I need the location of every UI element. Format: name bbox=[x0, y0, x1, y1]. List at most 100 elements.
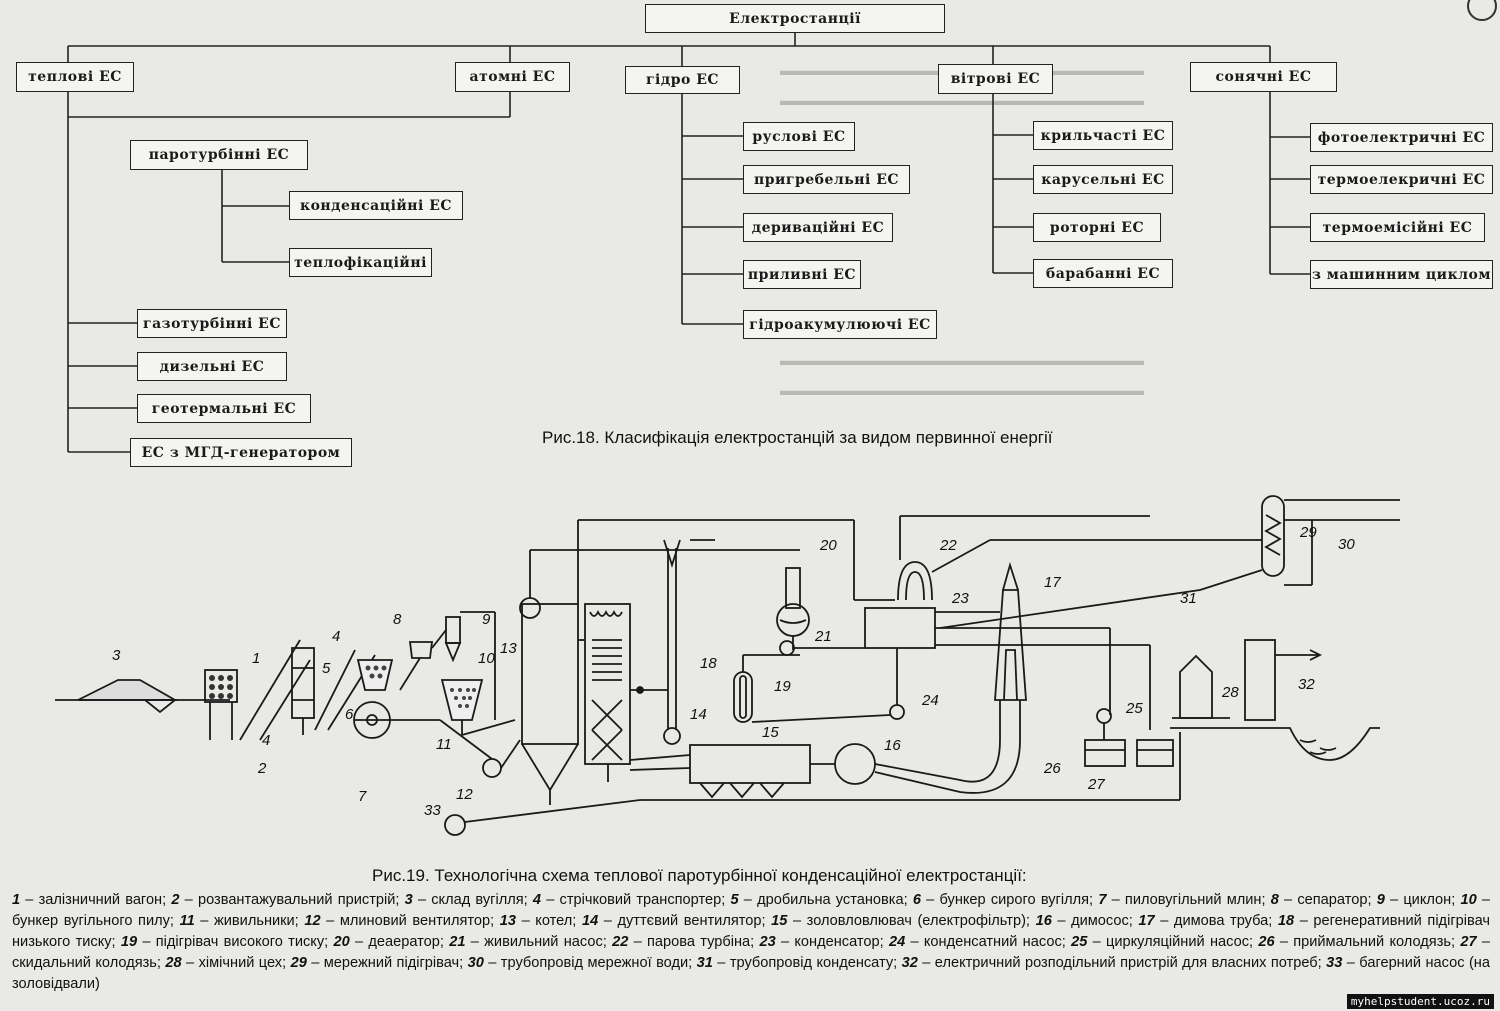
figure-18-caption: Рис.18. Класифікація електростанцій за в… bbox=[542, 428, 1053, 447]
root-box: Електростанції bbox=[645, 4, 945, 33]
solar-photovoltaic: фотоелектричні ЕС bbox=[1310, 123, 1493, 152]
legend-number: 11 bbox=[179, 913, 195, 929]
legend-item: 20 – деаератор; bbox=[333, 934, 449, 950]
scheme-label: 8 bbox=[393, 611, 402, 628]
legend-item: 5 – дробильна установка; bbox=[730, 892, 912, 908]
hydro-derivation: дериваційні ЕС bbox=[743, 213, 893, 242]
scheme-label: 32 bbox=[1298, 676, 1315, 693]
scheme-label: 24 bbox=[922, 692, 939, 709]
scheme-label: 33 bbox=[424, 802, 441, 819]
legend-text: – бункер вугільного пилу; bbox=[12, 892, 1491, 929]
scheme-label: 2 bbox=[258, 760, 267, 777]
legend-number: 17 bbox=[1138, 913, 1155, 929]
legend-item: 23 – конденсатор; bbox=[759, 934, 889, 950]
legend-item: 6 – бункер сирого вугілля; bbox=[913, 892, 1098, 908]
legend-item: 2 – розвантажувальний пристрій; bbox=[171, 892, 404, 908]
legend-number: 25 bbox=[1071, 934, 1088, 950]
category-solar: сонячні ЕС bbox=[1190, 62, 1337, 92]
legend-text: – трубопровід конденсату; bbox=[712, 955, 902, 971]
scheme-label: 31 bbox=[1180, 590, 1197, 607]
power-plant-scheme bbox=[55, 495, 1400, 836]
legend-text: – електричний розподільний пристрій для … bbox=[917, 955, 1327, 971]
legend-item: 27 – скидальний колодязь; bbox=[12, 934, 1490, 971]
thermal-gas-turbine: газотурбінні ЕС bbox=[137, 309, 287, 338]
solar-machine-cycle: з машинним циклом bbox=[1310, 260, 1493, 289]
hydro-run-of-river: руслові ЕС bbox=[743, 122, 855, 151]
scheme-label: 21 bbox=[815, 628, 832, 645]
hydro-tidal: приливні ЕС bbox=[743, 260, 861, 289]
scheme-label: 5 bbox=[322, 660, 331, 677]
legend-item: 31 – трубопровід конденсату; bbox=[697, 955, 902, 971]
bleed-through-text: ▬▬▬▬▬▬▬▬▬▬▬▬▬▬▬▬▬▬▬▬▬▬▬▬▬▬ bbox=[780, 92, 1144, 108]
legend-text: – димова труба; bbox=[1154, 913, 1278, 929]
legend-number: 15 bbox=[771, 913, 788, 929]
legend-text: – конденсатор; bbox=[775, 934, 889, 950]
category-wind: вітрові ЕС bbox=[938, 64, 1053, 94]
legend-text: – сепаратор; bbox=[1278, 892, 1377, 908]
legend-number: 12 bbox=[304, 913, 321, 929]
legend-number: 5 bbox=[730, 892, 739, 908]
wind-drum: барабанні ЕС bbox=[1033, 259, 1173, 288]
scheme-label: 15 bbox=[762, 724, 779, 741]
legend-text: – регенеративний підігрівач низького тис… bbox=[12, 913, 1490, 950]
scheme-label: 30 bbox=[1338, 536, 1355, 553]
legend-text: – склад вугілля; bbox=[412, 892, 533, 908]
legend-number: 6 bbox=[912, 892, 921, 908]
legend-number: 19 bbox=[120, 934, 138, 950]
scheme-label: 16 bbox=[884, 737, 901, 754]
legend-number: 27 bbox=[1460, 934, 1477, 950]
legend-text: – золовловлювач (електрофільтр); bbox=[787, 913, 1036, 929]
legend-number: 24 bbox=[888, 934, 906, 950]
legend-item: 1 – залізничний вагон; bbox=[12, 892, 171, 908]
legend-text: – скидальний колодязь; bbox=[12, 934, 1490, 971]
legend-item: 25 – циркуляційний насос; bbox=[1071, 934, 1258, 950]
legend-item: 33 – багерний насос (на золовідвали) bbox=[12, 955, 1490, 992]
legend-item: 4 – стрічковий транспортер; bbox=[533, 892, 731, 908]
legend-number: 18 bbox=[1277, 913, 1295, 929]
legend-number: 9 bbox=[1376, 892, 1385, 908]
scheme-label: 20 bbox=[820, 537, 837, 554]
legend-item: 32 – електричний розподільний пристрій д… bbox=[902, 955, 1327, 971]
legend-number: 13 bbox=[499, 913, 517, 929]
legend-text: – конденсатний насос; bbox=[905, 934, 1072, 950]
legend-text: – дробильна установка; bbox=[738, 892, 913, 908]
watermark: myhelpstudent.ucoz.ru bbox=[1346, 994, 1494, 1009]
legend-item: 14 – дуттєвий вентилятор; bbox=[582, 913, 771, 929]
legend-number: 32 bbox=[901, 955, 918, 971]
legend-item: 19 – підігрівач високого тиску; bbox=[121, 934, 334, 950]
legend-text: – бункер сирого вугілля; bbox=[921, 892, 1099, 908]
bleed-through-text: ▬▬▬▬▬▬▬▬▬▬▬▬▬▬▬▬▬▬▬▬▬▬▬▬▬▬ bbox=[780, 352, 1144, 368]
legend-item: 21 – живильний насос; bbox=[449, 934, 612, 950]
thermal-diesel: дизельні ЕС bbox=[137, 352, 287, 381]
legend-item: 16 – димосос; bbox=[1036, 913, 1139, 929]
legend-text: – підігрівач високого тиску; bbox=[137, 934, 334, 950]
legend-text: – залізничний вагон; bbox=[20, 892, 172, 908]
scheme-label: 3 bbox=[112, 647, 121, 664]
legend-number: 21 bbox=[449, 934, 466, 950]
scheme-label: 22 bbox=[940, 537, 957, 554]
legend-text: – дуттєвий вентилятор; bbox=[598, 913, 772, 929]
legend-item: 10 – бункер вугільного пилу; bbox=[12, 892, 1490, 929]
legend-item: 29 – мережний підігрівач; bbox=[291, 955, 468, 971]
legend-text: – циклон; bbox=[1384, 892, 1461, 908]
legend: 1 – залізничний вагон; 2 – розвантажувал… bbox=[12, 890, 1490, 995]
legend-number: 23 bbox=[759, 934, 776, 950]
legend-number: 4 bbox=[532, 892, 542, 908]
scheme-label: 12 bbox=[456, 786, 473, 803]
scheme-label: 17 bbox=[1044, 574, 1061, 591]
legend-item: 3 – склад вугілля; bbox=[405, 892, 533, 908]
scheme-label: 4 bbox=[332, 628, 341, 645]
hydro-dam: пригребельні ЕС bbox=[743, 165, 910, 194]
legend-text: – живильний насос; bbox=[465, 934, 613, 950]
legend-number: 2 bbox=[171, 892, 180, 908]
legend-text: – стрічковий транспортер; bbox=[541, 892, 731, 908]
figure-19-caption: Рис.19. Технологічна схема теплової паро… bbox=[372, 866, 1027, 885]
legend-text: – парова турбіна; bbox=[628, 934, 760, 950]
scheme-label: 19 bbox=[774, 678, 791, 695]
scheme-label: 9 bbox=[482, 611, 491, 628]
scheme-label: 29 bbox=[1300, 524, 1317, 541]
legend-number: 22 bbox=[612, 934, 629, 950]
legend-item: 28 – хімічний цех; bbox=[165, 955, 290, 971]
legend-number: 7 bbox=[1098, 892, 1107, 908]
legend-number: 20 bbox=[333, 934, 350, 950]
